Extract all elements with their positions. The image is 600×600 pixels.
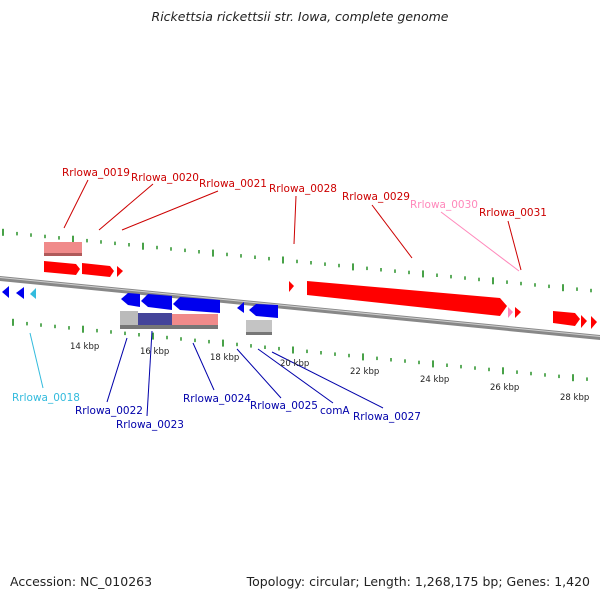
- rna-feature-shadow: [120, 325, 218, 329]
- gene-arrow-rrlowa-0024[interactable]: [173, 297, 220, 313]
- gene-arrow-rrlowa-0028[interactable]: [289, 281, 294, 292]
- gene-arrow-rrlowa-0022[interactable]: [121, 293, 140, 307]
- top-leader-lines: [63, 179, 522, 272]
- gene-label-rrlowa-0022[interactable]: Rrlowa_0022: [75, 405, 143, 417]
- scale-labels: 14 kbp 16 kbp 18 kbp 20 kbp 22 kbp 24 kb…: [70, 342, 589, 403]
- gene-label-rrlowa-0030[interactable]: Rrlowa_0030: [410, 199, 478, 211]
- rna-feature-top[interactable]: [44, 242, 82, 255]
- gene-label-rrlowa-0018[interactable]: Rrlowa_0018: [12, 392, 80, 404]
- gene-arrow-rrlowa-0021[interactable]: [117, 266, 123, 277]
- rna-feature-pink[interactable]: [172, 314, 218, 328]
- scale-label: 14 kbp: [70, 342, 99, 352]
- rna-feature-gray-1[interactable]: [120, 311, 138, 325]
- gene-label-rrlowa-0024[interactable]: Rrlowa_0024: [183, 393, 251, 405]
- gene-label-rrlowa-0025[interactable]: Rrlowa_0025: [250, 400, 318, 412]
- scale-label: 22 kbp: [350, 367, 379, 377]
- gene-arrow-rrlowa-0018[interactable]: [30, 288, 36, 299]
- gene-arrow-next-3[interactable]: [591, 316, 597, 329]
- bottom-leader-lines: [29, 330, 384, 417]
- gene-label-rrlowa-0020[interactable]: Rrlowa_0020: [131, 172, 199, 184]
- gene-label-rrlowa-0029[interactable]: Rrlowa_0029: [342, 191, 410, 203]
- scale-label: 18 kbp: [210, 353, 239, 363]
- rna-feature-purple[interactable]: [138, 313, 172, 326]
- gene-arrow-rrlowa-0019[interactable]: [44, 261, 80, 275]
- gene-arrow-next-1[interactable]: [553, 311, 580, 326]
- gene-arrow-left-1[interactable]: [2, 286, 9, 298]
- scale-label: 24 kbp: [420, 375, 449, 385]
- gene-label-rrlowa-0021[interactable]: Rrlowa_0021: [199, 178, 267, 190]
- scale-label: 28 kbp: [560, 393, 589, 403]
- gene-arrow-rrlowa-0025[interactable]: [237, 302, 244, 313]
- gene-arrow-rrlowa-0031[interactable]: [515, 307, 521, 318]
- gene-arrow-rrlowa-0023[interactable]: [141, 294, 172, 310]
- gene-arrow-rrlowa-0030[interactable]: [508, 307, 513, 318]
- gene-label-coma[interactable]: comA: [320, 405, 350, 417]
- gene-arrow-rrlowa-0020[interactable]: [82, 263, 114, 277]
- gene-label-rrlowa-0031[interactable]: Rrlowa_0031: [479, 207, 547, 219]
- gene-label-rrlowa-0027[interactable]: Rrlowa_0027: [353, 411, 421, 423]
- genome-backbone: [0, 276, 600, 340]
- scale-label: 20 kbp: [280, 359, 309, 369]
- gene-label-rrlowa-0019[interactable]: Rrlowa_0019: [62, 167, 130, 179]
- gene-label-rrlowa-0028[interactable]: Rrlowa_0028: [269, 183, 337, 195]
- rna-feature-gray-2[interactable]: [246, 320, 272, 334]
- rna-feature-top-shadow: [44, 253, 82, 256]
- gene-arrow-next-2[interactable]: [581, 315, 587, 328]
- lower-tick-track: [12, 318, 588, 382]
- genome-backbone-highlight: [0, 277, 600, 337]
- scale-label: 16 kbp: [140, 347, 169, 357]
- accession-text: Accession: NC_010263: [10, 574, 153, 589]
- scale-label: 26 kbp: [490, 383, 519, 393]
- map-title: Rickettsia rickettsii str. Iowa, complet…: [151, 9, 449, 24]
- rna-feature-gray-2-shadow: [246, 332, 272, 335]
- gene-arrow-rrlowa-0029[interactable]: [307, 281, 507, 316]
- topology-text: Topology: circular; Length: 1,268,175 bp…: [246, 574, 590, 589]
- bottom-gene-labels: Rrlowa_0018 Rrlowa_0022 Rrlowa_0023 Rrlo…: [12, 392, 421, 431]
- gene-label-rrlowa-0023[interactable]: Rrlowa_0023: [116, 419, 184, 431]
- top-gene-labels: Rrlowa_0019 Rrlowa_0020 Rrlowa_0021 Rrlo…: [62, 167, 547, 219]
- gene-arrow-left-2[interactable]: [16, 287, 24, 299]
- gene-arrow-coma[interactable]: [249, 304, 278, 318]
- upper-tick-track: [2, 228, 592, 293]
